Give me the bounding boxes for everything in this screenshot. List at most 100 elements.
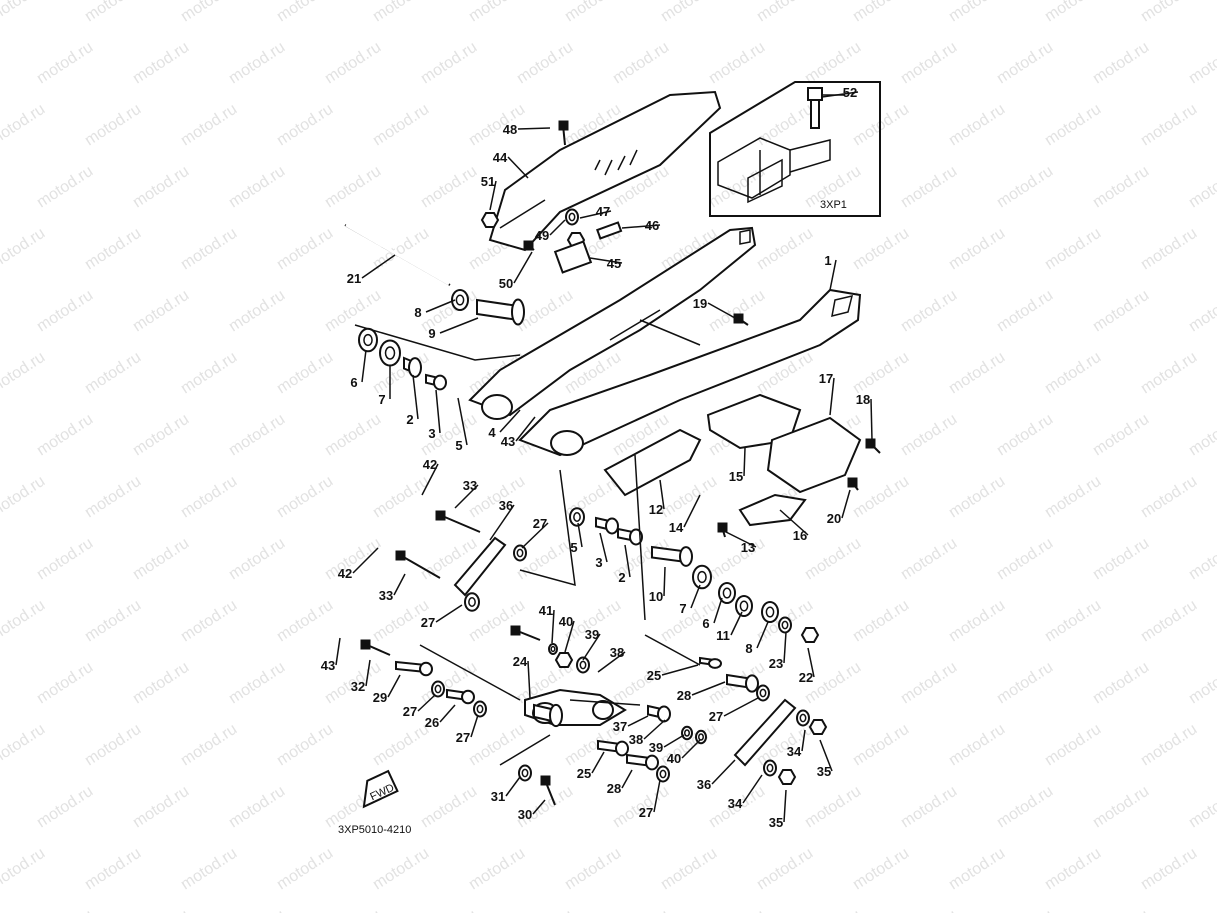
part-callout: 2 (618, 570, 625, 585)
watermark-text: motod.ru (1186, 907, 1217, 913)
washer (656, 765, 670, 783)
bolt-shank (869, 442, 881, 454)
part-callout: 11 (716, 628, 730, 643)
watermark-text: motod.ru (562, 845, 624, 894)
part-callout: 32 (351, 679, 365, 694)
leader-line (425, 299, 456, 313)
bolt-52 (807, 87, 823, 129)
leader-line (659, 479, 665, 510)
washer-hole (684, 729, 690, 737)
part-callout: 34 (787, 744, 802, 759)
watermark-text: motod.ru (1042, 349, 1104, 398)
watermark-text: motod.ru (0, 0, 48, 25)
leader-line (551, 609, 555, 644)
leader-line (499, 409, 521, 433)
bushing-end (645, 754, 659, 771)
chain-guide (706, 393, 862, 527)
leader-line (439, 704, 456, 723)
watermark-text: motod.ru (1138, 721, 1200, 770)
washer-hole (468, 597, 476, 607)
part-callout: 39 (585, 627, 599, 642)
watermark-text: motod.ru (1138, 349, 1200, 398)
watermark-text: motod.ru (82, 225, 144, 274)
part-callout: 23 (769, 656, 783, 671)
part-callout: 39 (649, 740, 663, 755)
watermark-text: motod.ru (994, 535, 1056, 584)
watermark-text: motod.ru (322, 39, 384, 88)
watermark-text: motod.ru (658, 0, 720, 25)
watermark-text: motod.ru (34, 535, 96, 584)
watermark-text: motod.ru (34, 907, 96, 913)
leader-line (412, 374, 419, 420)
part-callout: 27 (421, 615, 435, 630)
leader-line (870, 398, 873, 441)
part-callout: 5 (570, 540, 577, 555)
watermark-text: motod.ru (1090, 907, 1152, 913)
watermark-text: motod.ru (994, 287, 1056, 336)
watermark-text: motod.ru (946, 349, 1008, 398)
leader-line (713, 597, 723, 624)
bolt-shank (544, 779, 556, 806)
watermark-text: motod.ru (994, 163, 1056, 212)
leader-line (577, 522, 583, 548)
watermark-text: motod.ru (1186, 659, 1217, 708)
part-callout: 21 (347, 271, 361, 286)
watermark-text: motod.ru (946, 473, 1008, 522)
watermark-text: motod.ru (1090, 39, 1152, 88)
watermark-text: motod.ru (34, 163, 96, 212)
leader-line (454, 484, 479, 509)
part-callout: 3 (595, 555, 602, 570)
chain-puller-45 (553, 240, 593, 274)
watermark-text: motod.ru (850, 349, 912, 398)
washer-hole (759, 688, 767, 698)
leader-line (653, 779, 661, 813)
leader-line (435, 604, 463, 623)
watermark-text: motod.ru (1042, 101, 1104, 150)
leader-line (470, 714, 479, 738)
part-callout: 4 (488, 425, 496, 440)
washer-hole (573, 512, 581, 522)
part-callout: 14 (669, 520, 684, 535)
watermark-text: motod.ru (754, 225, 816, 274)
watermark-text: motod.ru (34, 287, 96, 336)
part-callout: 10 (649, 589, 663, 604)
watermark-text: motod.ru (850, 721, 912, 770)
leader-line (521, 522, 549, 549)
watermark-text: motod.ru (226, 907, 288, 913)
washer (756, 684, 770, 702)
washer (735, 595, 753, 617)
leader-line (579, 210, 612, 219)
part-callout: 7 (378, 392, 385, 407)
leader-line (730, 611, 743, 636)
leader-line (819, 739, 833, 772)
watermark-text: motod.ru (322, 287, 384, 336)
watermark-text: motod.ru (322, 907, 384, 913)
watermark-text: motod.ru (898, 659, 960, 708)
leader-line (457, 397, 468, 446)
leader-line (513, 251, 533, 284)
part-callout: 40 (559, 614, 573, 629)
bushing-end (657, 705, 671, 723)
watermark-text: motod.ru (1138, 225, 1200, 274)
watermark-text: motod.ru (226, 287, 288, 336)
washer-hole (659, 769, 667, 779)
leader-line (807, 647, 815, 678)
washer (464, 592, 480, 612)
nut (554, 652, 574, 668)
watermark-text: motod.ru (274, 473, 336, 522)
washer (565, 208, 579, 226)
part-callout: 48 (503, 122, 517, 137)
alignment-lines (354, 324, 701, 766)
leader-line (365, 659, 371, 687)
part-callout: 43 (501, 434, 515, 449)
part-callout: 51 (481, 174, 495, 189)
part-callout: 27 (403, 704, 417, 719)
watermark-text: motod.ru (274, 0, 336, 25)
watermark-text: motod.ru (850, 597, 912, 646)
watermark-text: motod.ru (1090, 783, 1152, 832)
part-callout: 49 (535, 228, 549, 243)
watermark-text: motod.ru (82, 597, 144, 646)
washer-hole (384, 346, 396, 360)
nut (480, 212, 500, 228)
watermark-text: motod.ru (226, 783, 288, 832)
